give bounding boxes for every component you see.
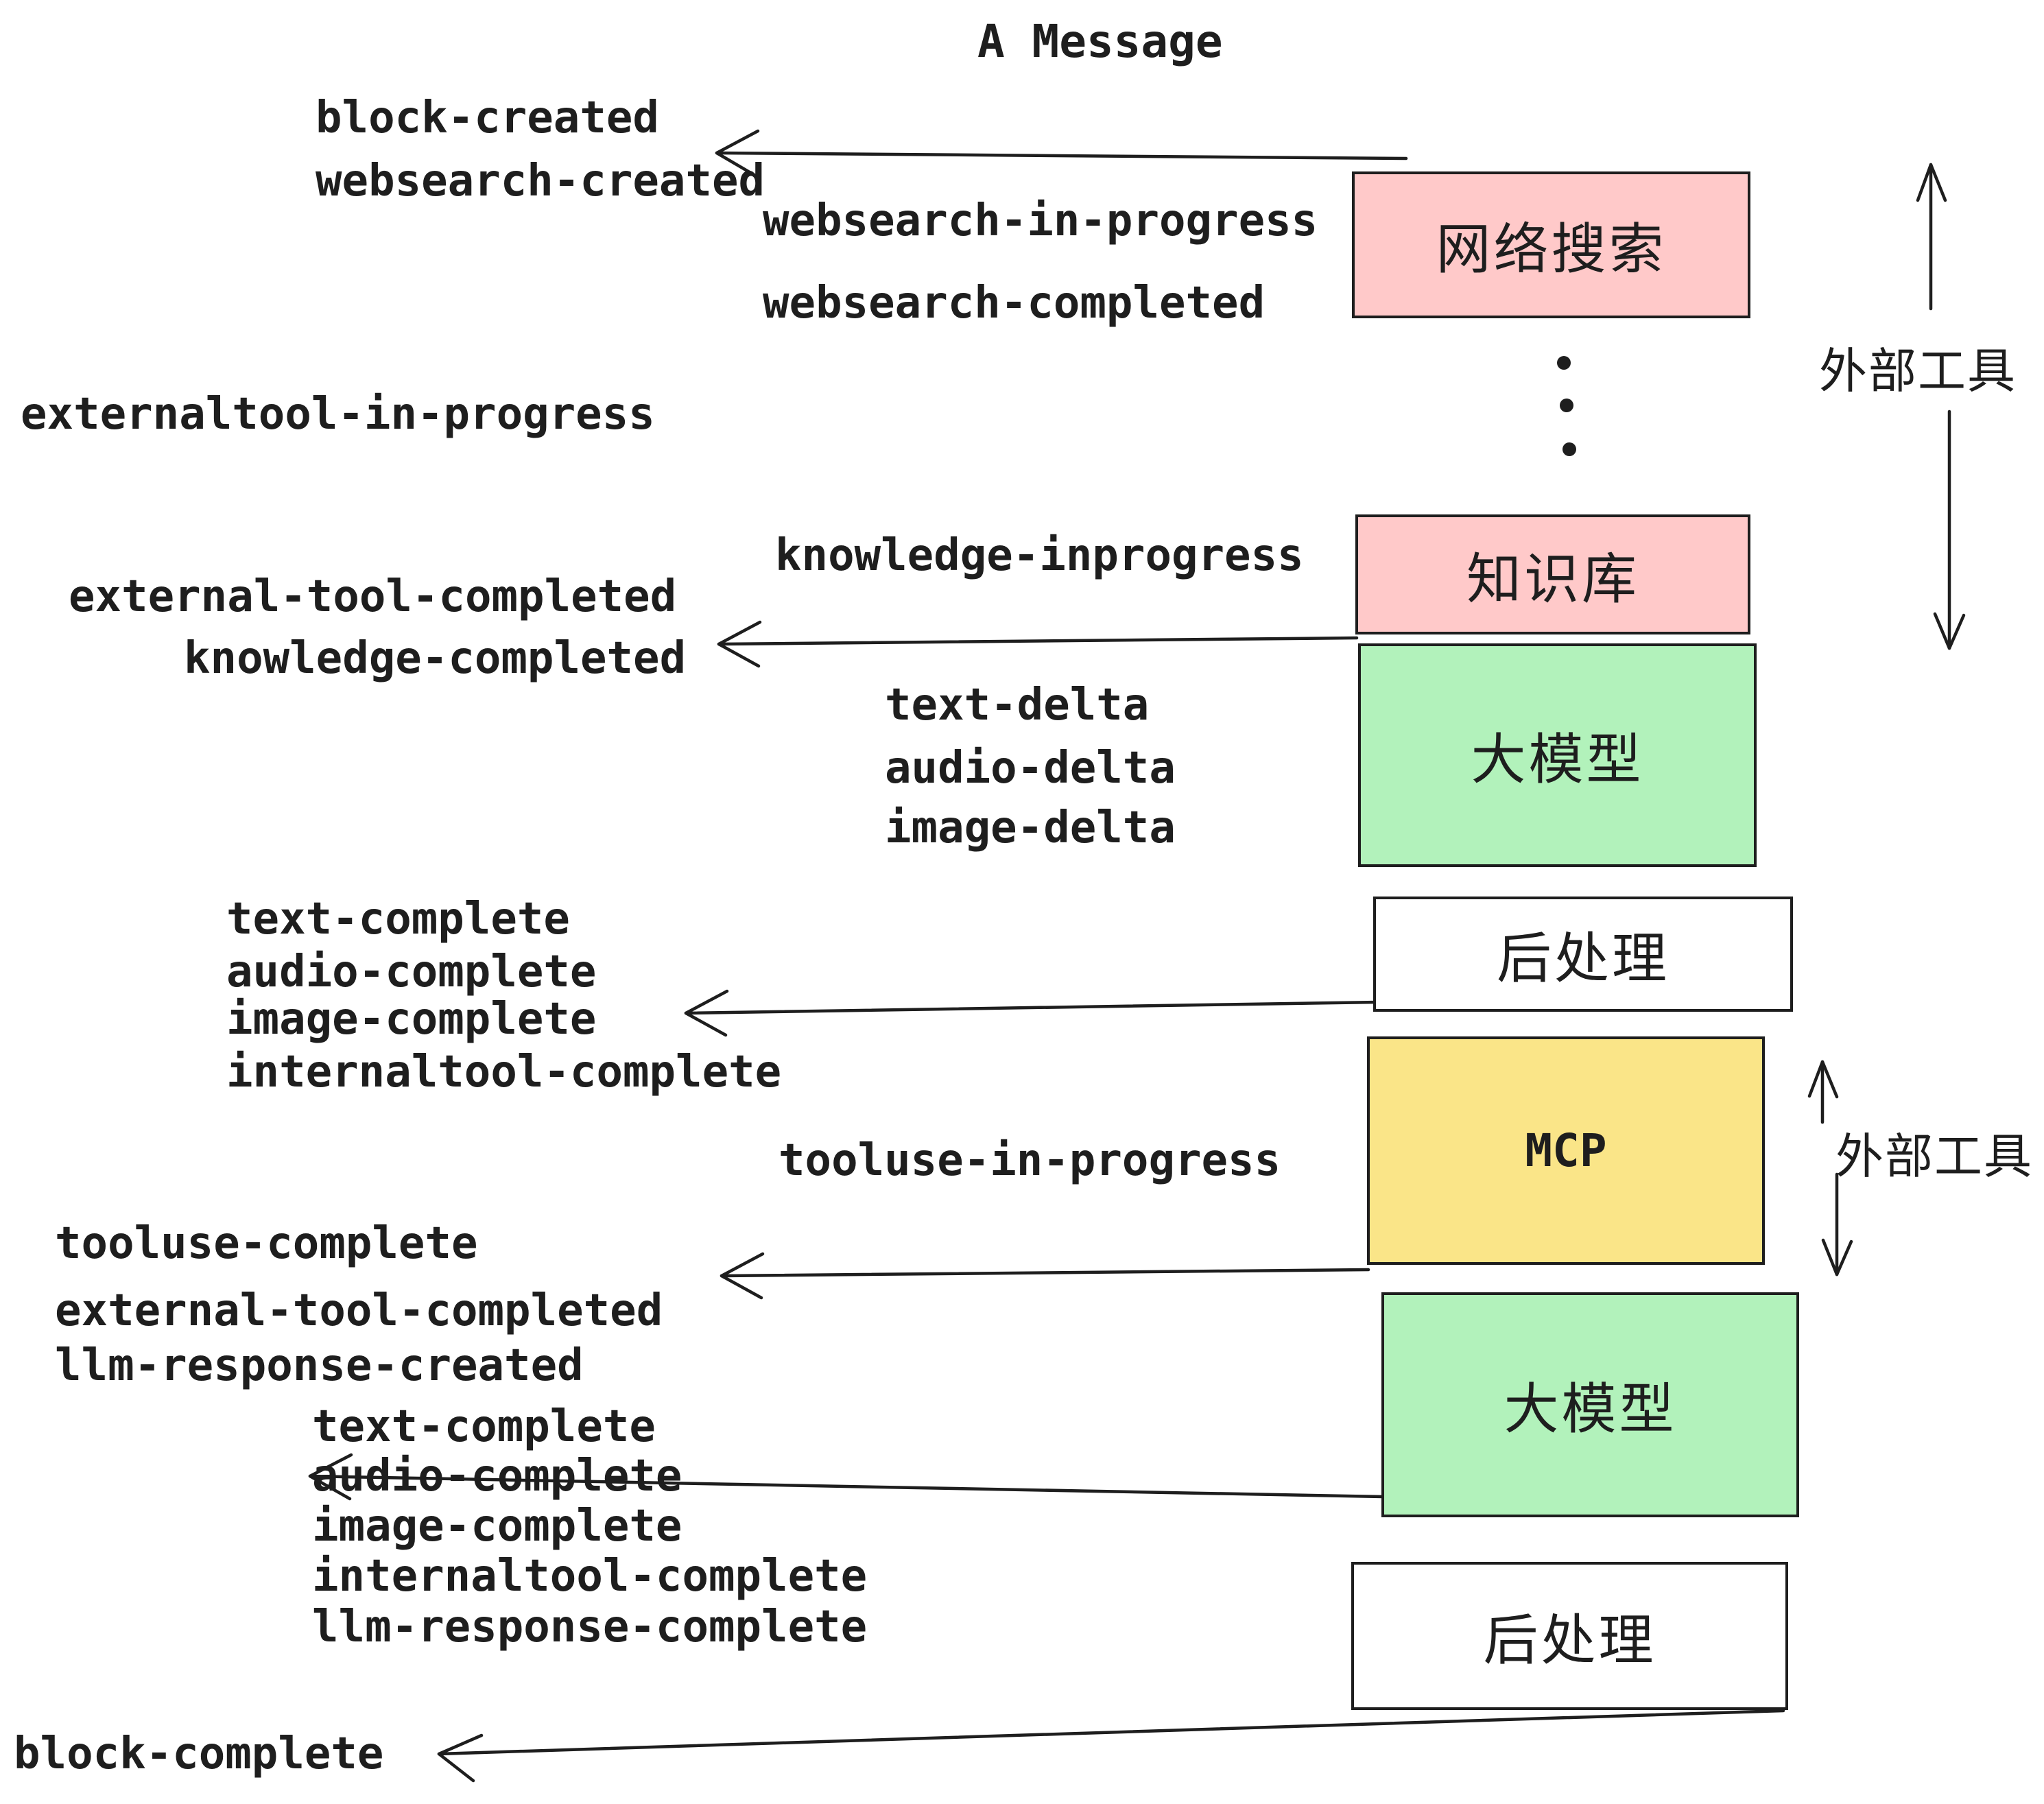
diagram-title: A Message bbox=[977, 15, 1223, 68]
node-postprocess-2: 后处理 bbox=[1351, 1562, 1788, 1710]
event-tooluse-in-progress: tooluse-in-progress bbox=[779, 1135, 1281, 1186]
event-block-created: block-created bbox=[316, 93, 659, 143]
event-llm-response-created: llm-response-created bbox=[55, 1340, 584, 1391]
arrow-llm-to-knowledge-completed bbox=[717, 620, 1359, 668]
event-text-complete-2: text-complete bbox=[312, 1401, 656, 1452]
event-knowledge-completed: knowledge-completed bbox=[184, 633, 687, 684]
event-image-complete: image-complete bbox=[226, 994, 597, 1045]
node-llm-2-label: 大模型 bbox=[1504, 1377, 1677, 1441]
node-websearch: 网络搜索 bbox=[1352, 171, 1750, 318]
node-knowledge-label: 知识库 bbox=[1466, 547, 1639, 611]
event-audio-complete-2: audio-complete bbox=[312, 1451, 682, 1502]
event-llm-response-complete: llm-response-complete bbox=[312, 1602, 868, 1652]
event-text-delta: text-delta bbox=[885, 680, 1150, 731]
node-mcp-label: MCP bbox=[1525, 1124, 1607, 1177]
node-postprocess-1: 后处理 bbox=[1373, 897, 1793, 1012]
external-tools-label-top: 外部工具 bbox=[1819, 343, 2017, 399]
arrow-postprocess2-to-block-complete bbox=[437, 1709, 1785, 1783]
node-websearch-label: 网络搜索 bbox=[1436, 217, 1667, 281]
event-audio-delta: audio-delta bbox=[885, 743, 1176, 794]
event-websearch-in-progress: websearch-in-progress bbox=[763, 195, 1318, 246]
node-mcp: MCP bbox=[1367, 1036, 1765, 1265]
node-llm-1: 大模型 bbox=[1358, 643, 1757, 867]
arrow-mcp-to-tooluse-complete bbox=[720, 1252, 1370, 1300]
event-websearch-completed: websearch-completed bbox=[763, 278, 1265, 329]
event-text-complete: text-complete bbox=[226, 894, 570, 945]
ellipsis-dots bbox=[1557, 356, 1576, 456]
event-audio-complete: audio-complete bbox=[226, 947, 597, 997]
node-postprocess-1-label: 后处理 bbox=[1497, 927, 1669, 990]
event-websearch-created: websearch-created bbox=[316, 156, 765, 206]
event-externaltool-in-progress: externaltool-in-progress bbox=[21, 389, 655, 440]
node-postprocess-2-label: 后处理 bbox=[1483, 1609, 1656, 1672]
arrow-websearch-to-block-created bbox=[715, 129, 1408, 178]
event-tooluse-complete: tooluse-complete bbox=[55, 1218, 478, 1269]
external-tools-span-arrow-top bbox=[1916, 163, 1966, 650]
event-image-complete-2: image-complete bbox=[312, 1501, 682, 1552]
event-internaltool-complete-2: internaltool-complete bbox=[312, 1551, 868, 1602]
node-llm-2: 大模型 bbox=[1381, 1292, 1799, 1517]
event-external-tool-completed: external-tool-completed bbox=[69, 571, 677, 622]
node-knowledge: 知识库 bbox=[1355, 514, 1750, 634]
event-image-delta: image-delta bbox=[885, 803, 1176, 853]
external-tools-label-bottom: 外部工具 bbox=[1835, 1128, 2033, 1185]
event-knowledge-inprogress: knowledge-inprogress bbox=[775, 530, 1304, 581]
event-internaltool-complete: internaltool-complete bbox=[226, 1047, 782, 1097]
node-llm-1-label: 大模型 bbox=[1471, 728, 1644, 792]
arrow-postprocess-to-image-complete bbox=[684, 989, 1381, 1037]
event-external-tool-completed-2: external-tool-completed bbox=[55, 1285, 663, 1336]
event-block-complete: block-complete bbox=[14, 1729, 384, 1779]
